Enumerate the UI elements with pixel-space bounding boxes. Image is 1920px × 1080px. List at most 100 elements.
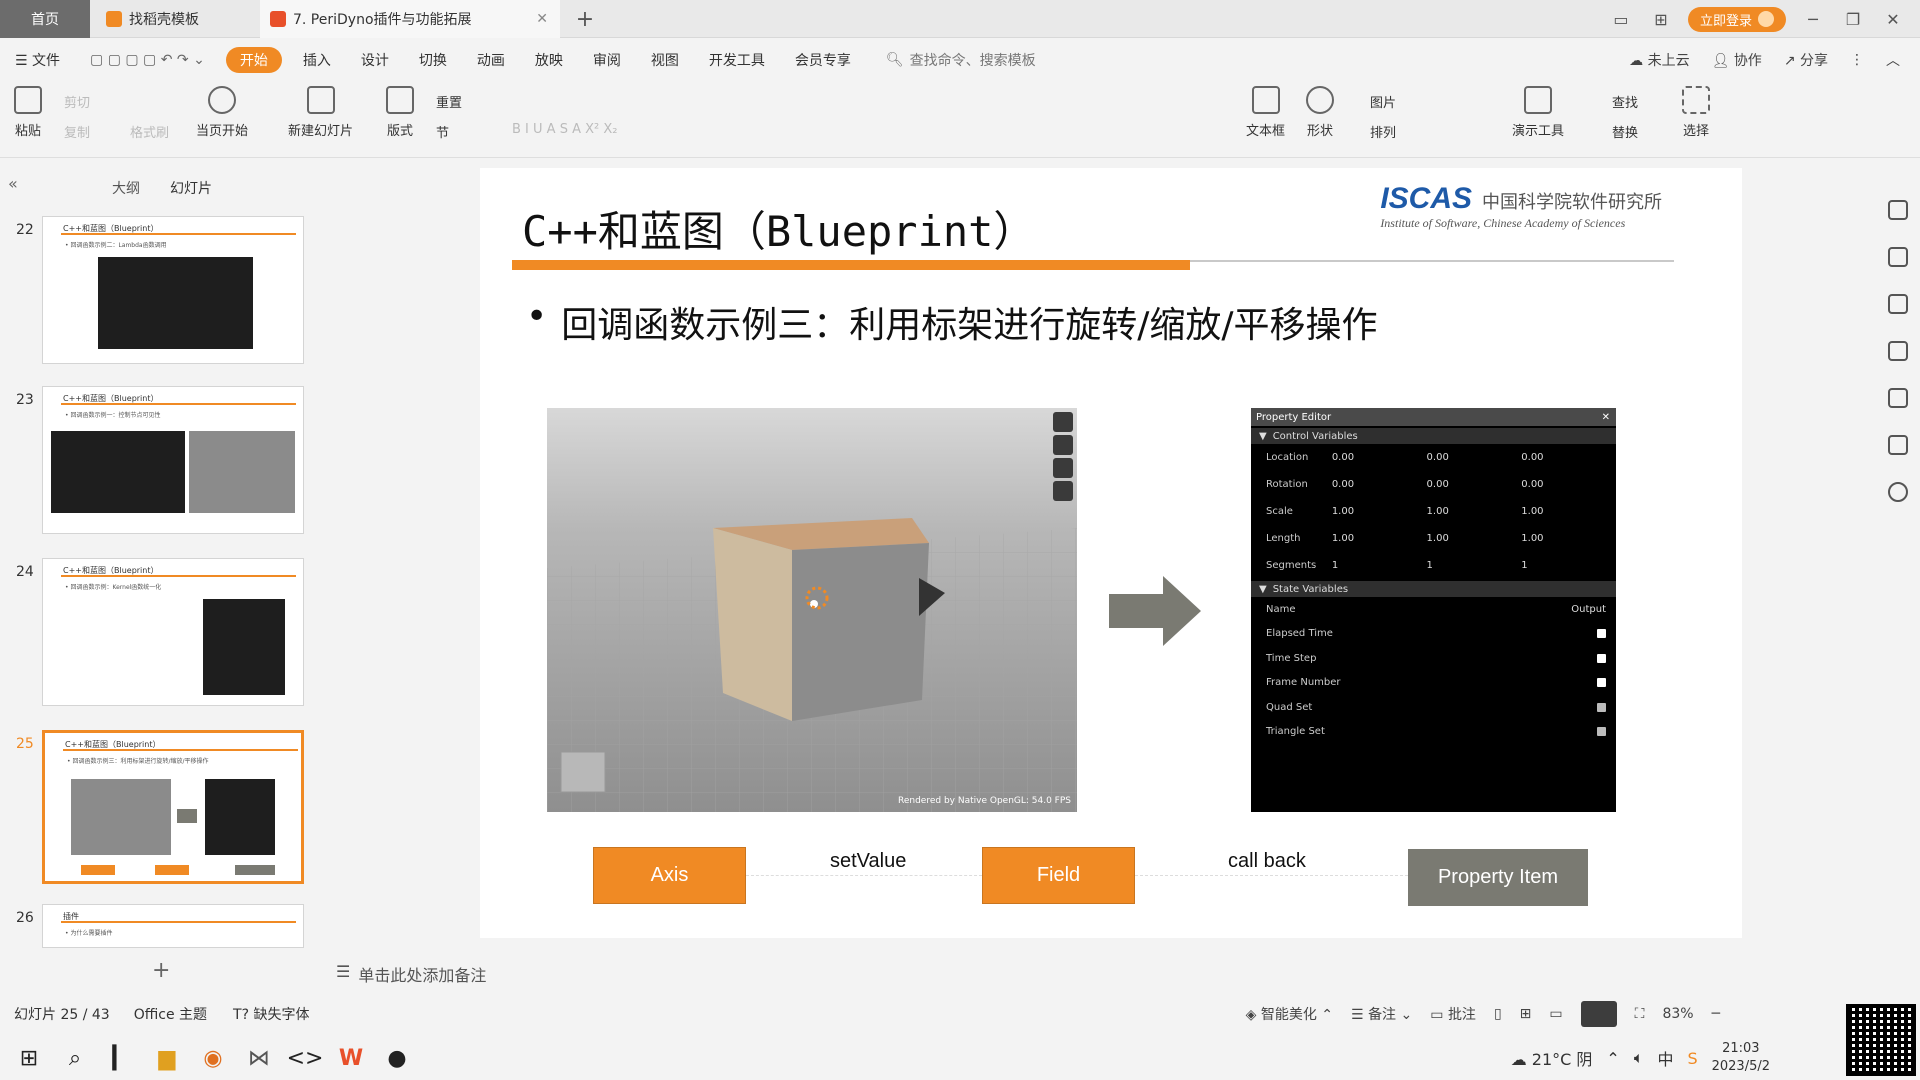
menu-tab-member[interactable]: 会员专享 xyxy=(794,53,851,69)
paste-button[interactable]: 粘贴 xyxy=(14,86,42,139)
slideshow-play-button[interactable] xyxy=(1580,1001,1617,1027)
property-item-box[interactable]: Property Item xyxy=(1408,849,1588,906)
replace-button[interactable]: 替换 xyxy=(1612,126,1639,141)
add-slide-icon[interactable]: + xyxy=(152,958,171,983)
menu-tab-developer[interactable]: 开发工具 xyxy=(708,53,765,69)
share-button[interactable]: ↗ 分享 xyxy=(1783,53,1828,69)
comment-toggle[interactable]: ▭ 批注 xyxy=(1430,1007,1476,1023)
copy-button[interactable]: 复制 xyxy=(64,126,91,141)
setvalue-label[interactable]: setValue xyxy=(830,850,907,872)
clock[interactable]: 21:03 2023/5/2 xyxy=(1712,1040,1770,1076)
sorter-view-icon[interactable]: ⊞ xyxy=(1519,1006,1532,1022)
sogou-ime-icon[interactable]: S xyxy=(1687,1048,1698,1068)
slide-thumbnail[interactable]: C++和蓝图（Blueprint） • 回调函数示例：Kernel函数统一化 xyxy=(42,558,304,706)
task-view-icon[interactable]: ▎ xyxy=(112,1045,130,1071)
restore-icon[interactable]: ❐ xyxy=(1845,9,1861,29)
callback-label[interactable]: call back xyxy=(1228,850,1306,872)
menu-tab-view[interactable]: 视图 xyxy=(650,53,679,69)
collapse-ribbon-icon[interactable]: ︿ xyxy=(1886,53,1900,69)
slide-thumbnail[interactable]: C++和蓝图（Blueprint） • 回调函数示例一：控制节点可见性 xyxy=(42,386,304,534)
normal-view-icon[interactable]: ▯ xyxy=(1493,1006,1502,1022)
close-tab-icon[interactable]: ✕ xyxy=(536,11,548,27)
theme-name[interactable]: Office 主题 xyxy=(133,1007,208,1023)
zoom-level[interactable]: 83% xyxy=(1662,1006,1694,1022)
cut-button[interactable]: 剪切 xyxy=(64,96,91,111)
fit-view-icon[interactable] xyxy=(1053,412,1073,432)
presentation-tool-button[interactable]: 演示工具 xyxy=(1512,86,1564,139)
slide-thumbnail[interactable]: 插件 • 为什么需要插件 xyxy=(42,904,304,948)
visual-studio-icon[interactable]: ⋈ xyxy=(248,1045,270,1071)
picture-button[interactable]: 图片 xyxy=(1370,96,1397,111)
tab-template[interactable]: 找稻壳模板 xyxy=(96,0,256,38)
reader-icon[interactable] xyxy=(1888,435,1908,455)
main-menu-button[interactable]: ☰ 文件 xyxy=(15,53,61,69)
cloud-status[interactable]: ☁ 未上云 xyxy=(1629,53,1690,69)
missing-font-button[interactable]: T? 缺失字体 xyxy=(233,1007,310,1023)
minimize-icon[interactable]: ─ xyxy=(1808,9,1818,29)
viewport-screenshot[interactable]: Rendered by Native OpenGL: 54.0 FPS xyxy=(547,408,1077,812)
media-app-icon[interactable]: ● xyxy=(387,1045,407,1071)
slide-bullet[interactable]: • 回调函数示例三：利用标架进行旋转/缩放/平移操作 xyxy=(526,296,1378,348)
search-icon[interactable]: ⌕ xyxy=(68,1045,82,1071)
tab-home[interactable]: 首页 xyxy=(0,0,90,38)
ime-indicator[interactable]: 中 xyxy=(1657,1050,1674,1069)
wps-icon[interactable]: W xyxy=(338,1045,364,1071)
reading-view-icon[interactable]: ▭ xyxy=(1549,1006,1563,1022)
zoom-out-icon[interactable]: ─ xyxy=(1711,1006,1720,1022)
layout-icon[interactable]: ▭ xyxy=(1613,9,1629,29)
beautify-button[interactable]: ◈ 智能美化 ⌃ xyxy=(1245,1007,1334,1023)
new-tab-button[interactable]: + xyxy=(570,0,600,38)
design-icon[interactable] xyxy=(1888,341,1908,361)
more-icon[interactable]: ⋮ xyxy=(1850,52,1864,68)
format-painter-button[interactable]: 格式刷 xyxy=(130,126,170,141)
menu-tab-review[interactable]: 审阅 xyxy=(592,53,621,69)
tab-slides[interactable]: 幻灯片 xyxy=(170,181,212,197)
tab-outline[interactable]: 大纲 xyxy=(112,181,140,197)
code-editor-icon[interactable]: <> xyxy=(286,1045,324,1071)
new-slide-button[interactable]: 新建幻灯片 xyxy=(288,86,353,139)
menu-tab-home[interactable]: 开始 xyxy=(225,47,282,73)
tab-document[interactable]: 7. PeriDyno插件与功能拓展 ✕ xyxy=(260,0,560,38)
star-icon[interactable] xyxy=(1888,247,1908,267)
property-editor-screenshot[interactable]: Property Editor ✕ ▼ Control Variables Lo… xyxy=(1251,408,1616,812)
fit-window-icon[interactable]: ⛶ xyxy=(1634,1006,1645,1022)
find-button[interactable]: 查找 xyxy=(1612,96,1639,111)
grid-apps-icon[interactable]: ⊞ xyxy=(1654,9,1668,29)
zoom-icon[interactable] xyxy=(1053,435,1073,455)
menu-tab-animation[interactable]: 动画 xyxy=(476,53,505,69)
menu-tab-transition[interactable]: 切换 xyxy=(418,53,447,69)
menu-tab-insert[interactable]: 插入 xyxy=(302,53,331,69)
axis-box[interactable]: Axis xyxy=(593,847,746,904)
file-explorer-icon[interactable]: ▆ xyxy=(158,1045,176,1071)
orbit-icon[interactable] xyxy=(1053,458,1073,478)
slide-title[interactable]: C++和蓝图（Blueprint） xyxy=(522,207,1036,256)
help-icon[interactable] xyxy=(1888,482,1908,502)
command-search[interactable]: 🔍︎查找命令、搜索模板 xyxy=(886,50,1036,70)
close-window-icon[interactable]: ✕ xyxy=(1886,9,1900,29)
chrome-icon[interactable]: ◉ xyxy=(203,1045,223,1071)
axis-icon[interactable] xyxy=(1053,481,1073,501)
layout-button[interactable]: 版式 xyxy=(386,86,414,139)
tray-expand-icon[interactable]: ⌃ xyxy=(1606,1048,1620,1068)
weather-widget[interactable]: ☁ 21°C 阴 xyxy=(1510,1050,1593,1069)
slide-thumbnail[interactable]: C++和蓝图（Blueprint） • 回调函数示例二：Lambda函数调用 xyxy=(42,216,304,364)
location-icon[interactable] xyxy=(1888,388,1908,408)
right-arrow-icon[interactable] xyxy=(1109,576,1201,646)
menu-tab-design[interactable]: 设计 xyxy=(360,53,389,69)
collapse-panel-icon[interactable]: « xyxy=(8,174,18,193)
menu-tab-slideshow[interactable]: 放映 xyxy=(534,53,563,69)
arrange-button[interactable]: 排列 xyxy=(1370,126,1397,141)
textbox-button[interactable]: 文本框 xyxy=(1246,86,1285,139)
login-button[interactable]: 立即登录 xyxy=(1687,6,1786,32)
shape-button[interactable]: 形状 xyxy=(1306,86,1334,139)
properties-icon[interactable] xyxy=(1888,200,1908,220)
notes-toggle[interactable]: ☰ 备注 ⌄ xyxy=(1351,1007,1413,1023)
notes-placeholder[interactable]: ☰ 单击此处添加备注 xyxy=(336,962,486,986)
select-button[interactable]: 选择 xyxy=(1682,86,1710,139)
quick-access-icons[interactable]: ▢ ▢ ▢ ▢ ↶ ↷ ⌄ xyxy=(90,52,205,68)
volume-icon[interactable]: 🔈︎ xyxy=(1633,1048,1644,1067)
section-button[interactable]: 节 xyxy=(436,126,450,141)
play-current-button[interactable]: 当页开始 xyxy=(196,86,248,139)
field-box[interactable]: Field xyxy=(982,847,1135,904)
